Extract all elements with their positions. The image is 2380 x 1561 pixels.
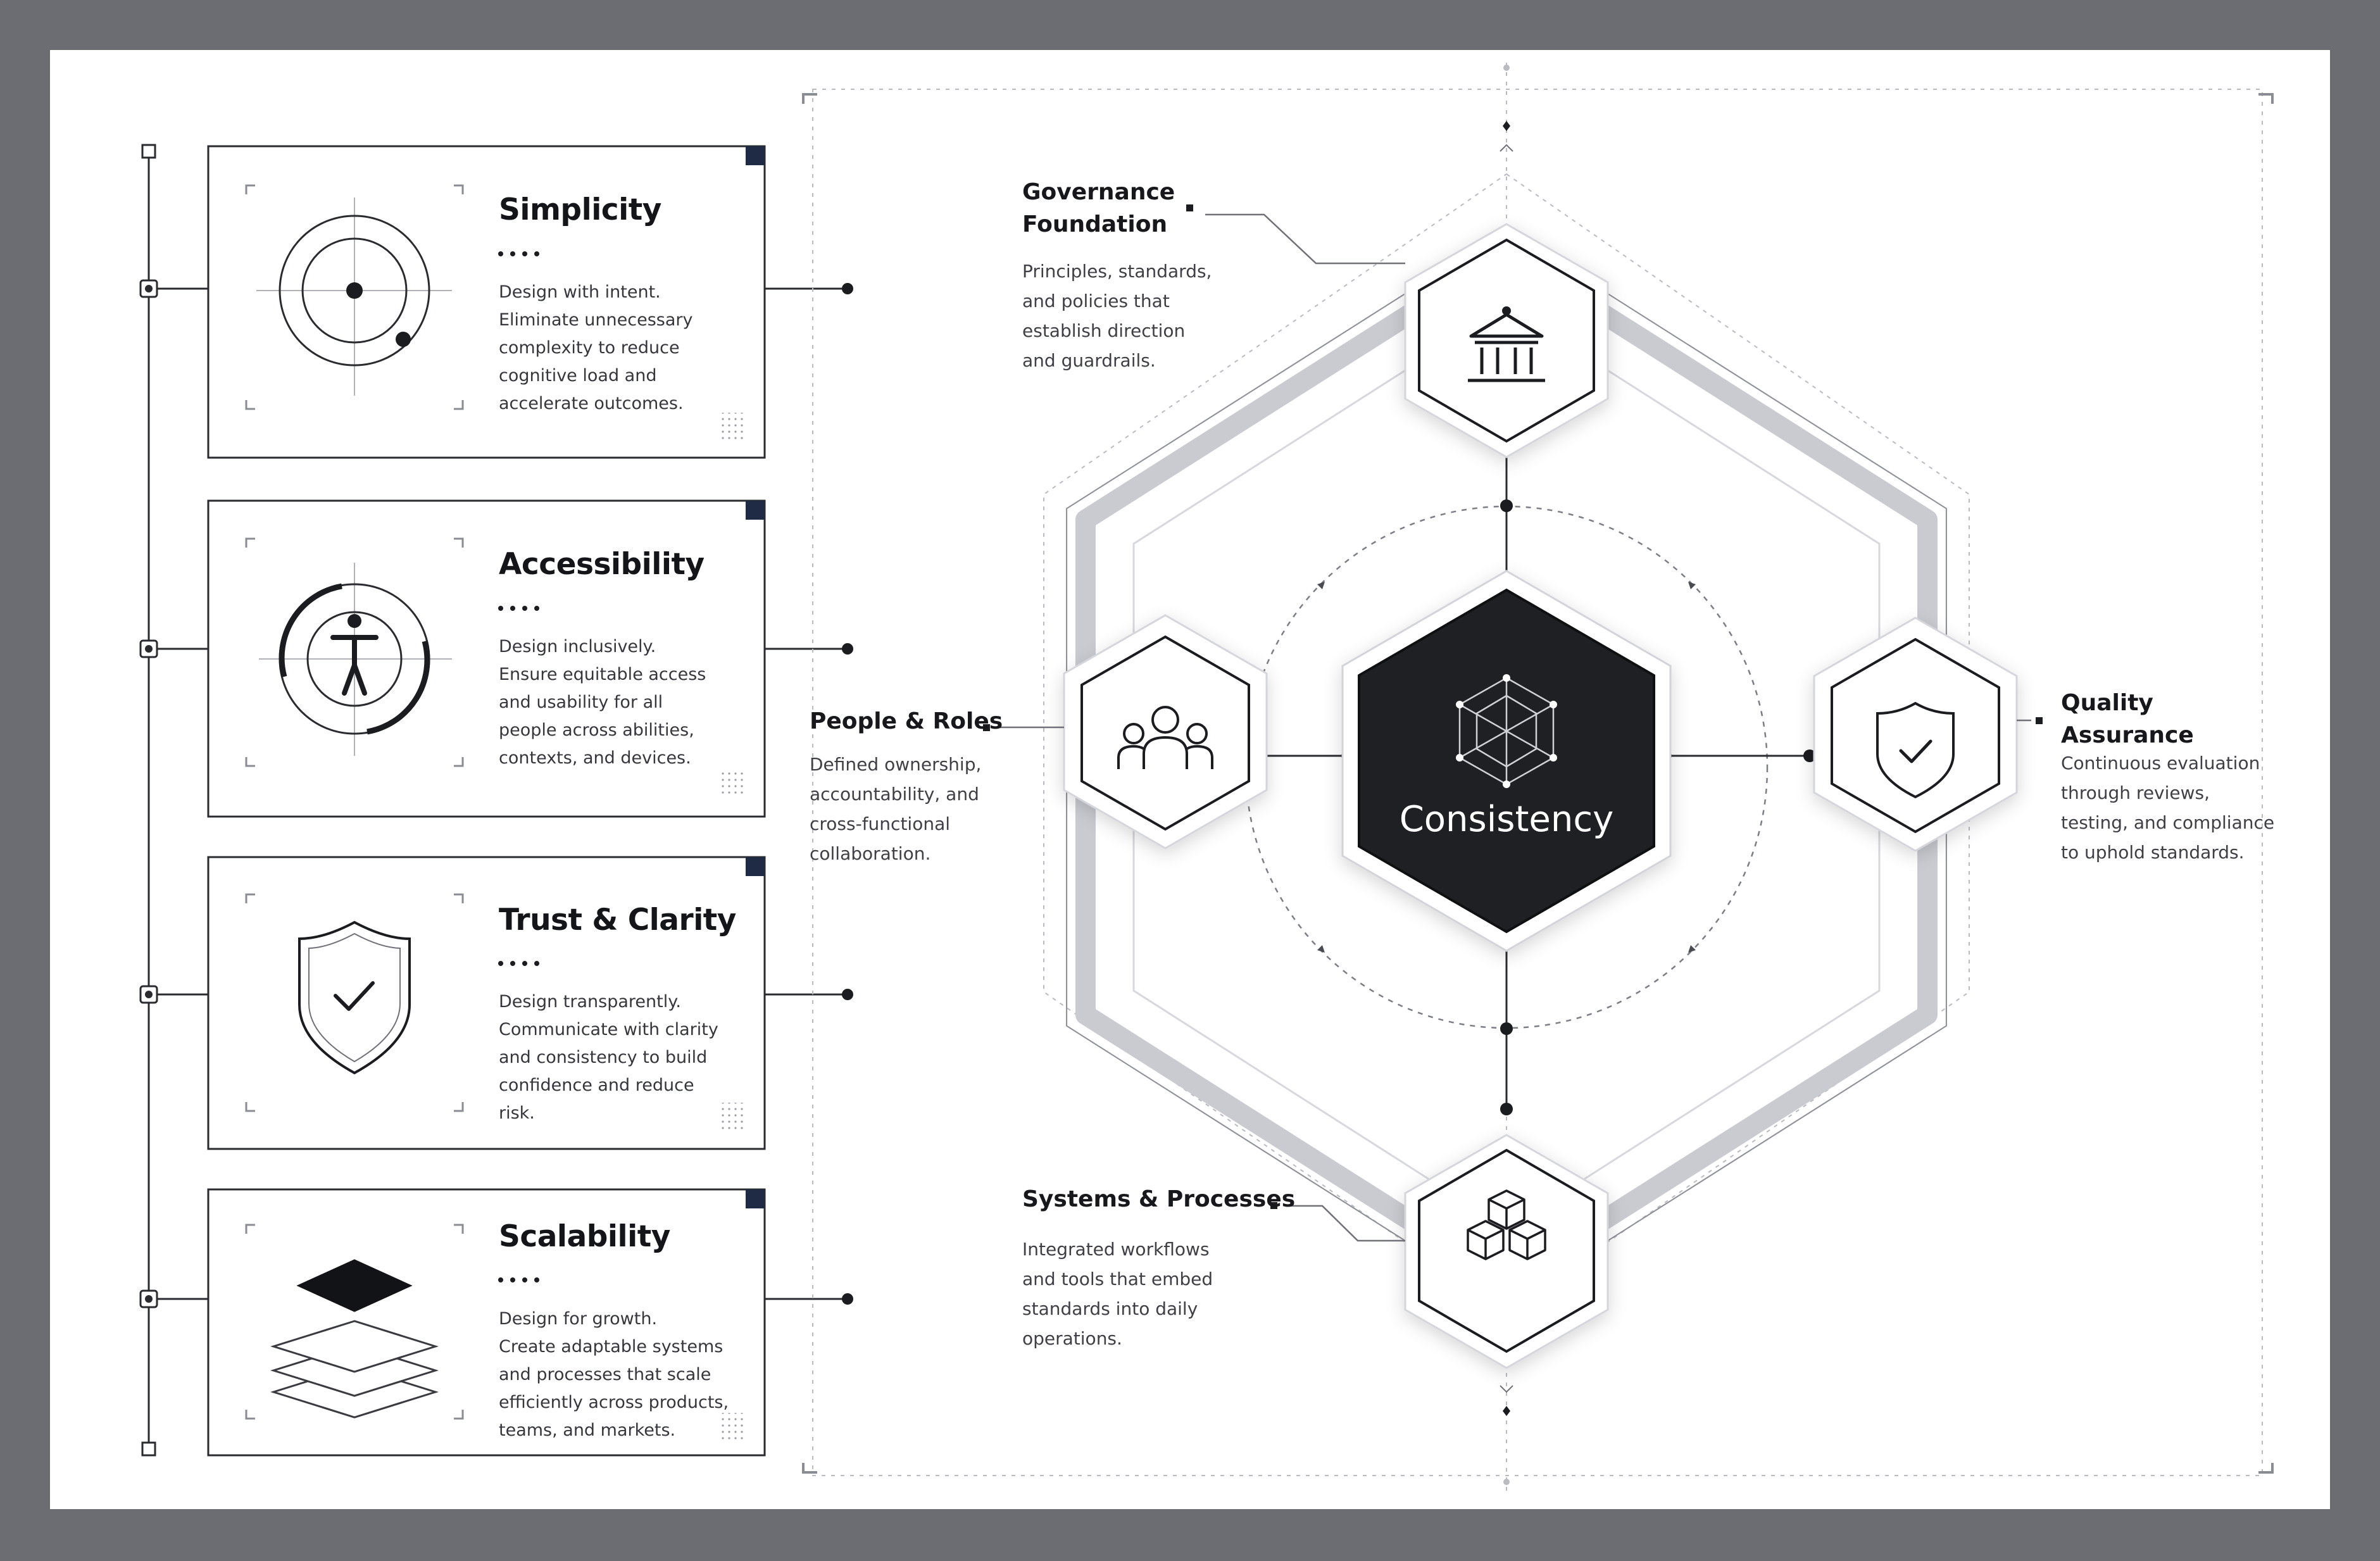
- title-line: People & Roles: [810, 708, 1003, 734]
- principle-description-accessibility: Design inclusively. Ensure equitable acc…: [499, 633, 706, 772]
- description-line: operations.: [1022, 1328, 1122, 1349]
- description-line: Integrated workflows: [1022, 1239, 1210, 1260]
- description-line: Eliminate unnecessary: [499, 310, 693, 330]
- people-group-icon: [1117, 706, 1213, 769]
- spine-node: [139, 639, 208, 658]
- cube-network-icon: [1456, 674, 1557, 788]
- description-line: Principles, standards,: [1022, 261, 1212, 282]
- principle-card-accessibility: [207, 499, 853, 818]
- principle-title-simplicity: Simplicity: [499, 192, 661, 227]
- description-line: and guardrails.: [1022, 350, 1156, 371]
- shield-check-icon: [1876, 701, 1955, 799]
- cubes-icon: [1467, 1189, 1546, 1260]
- node-hex-people: [1063, 614, 1268, 849]
- description-line: Continuous evaluation: [2061, 753, 2260, 774]
- frame-corners: [802, 93, 2274, 1474]
- description-line: Create adaptable systems: [499, 1337, 723, 1357]
- description-line: standards into daily: [1022, 1298, 1198, 1319]
- principle-title-trust-clarity: Trust & Clarity: [499, 903, 736, 937]
- diagram-artwork: [139, 63, 2274, 1496]
- title-line: Systems & Processes: [1022, 1186, 1296, 1212]
- description-line: and processes that scale: [499, 1365, 711, 1384]
- principle-description-trust-clarity: Design transparently. Communicate with c…: [499, 988, 718, 1127]
- corner-brackets: [245, 1224, 464, 1420]
- description-line: Design with intent.: [499, 282, 661, 302]
- principle-title-accessibility: Accessibility: [499, 547, 705, 582]
- description-line: and consistency to build: [499, 1048, 708, 1067]
- description-line: collaboration.: [810, 843, 931, 864]
- shield-check-icon: [298, 920, 411, 1075]
- description-line: confidence and reduce: [499, 1075, 694, 1095]
- description-line: Design inclusively.: [499, 637, 656, 656]
- description-line: and policies that: [1022, 291, 1170, 311]
- title-line: Assurance: [2061, 722, 2194, 748]
- description-line: Ensure equitable access: [499, 665, 706, 684]
- principle-card-scalability: [207, 1188, 853, 1457]
- node-description-systems: Integrated workflows and tools that embe…: [1022, 1234, 1213, 1353]
- description-line: accountability, and: [810, 784, 979, 805]
- left-spine: [139, 144, 208, 1457]
- corner-brackets: [245, 184, 464, 410]
- description-line: risk.: [499, 1103, 535, 1123]
- description-line: Defined ownership,: [810, 754, 982, 775]
- title-dots: [498, 961, 539, 966]
- node-hex-systems: [1404, 1134, 1609, 1369]
- center-consistency-hexagon: [1341, 570, 1672, 952]
- title-dots: [498, 606, 539, 611]
- description-line: through reviews,: [2061, 782, 2210, 803]
- circle-arrowheads: [1317, 582, 1696, 953]
- center-label: Consistency: [1399, 799, 1614, 840]
- description-line: contexts, and devices.: [499, 748, 691, 768]
- spine-node: [139, 985, 208, 1004]
- description-line: and usability for all: [499, 693, 663, 712]
- description-line: Communicate with clarity: [499, 1020, 718, 1039]
- node-title-people: People & Roles: [810, 705, 1003, 737]
- spine-node: [139, 1289, 208, 1308]
- node-hex-quality: [1813, 617, 2018, 852]
- description-line: Design transparently.: [499, 992, 681, 1012]
- description-line: efficiently across products,: [499, 1393, 729, 1412]
- description-line: and tools that embed: [1022, 1269, 1213, 1289]
- node-description-governance: Principles, standards, and policies that…: [1022, 256, 1212, 375]
- node-title-quality: Quality Assurance: [2061, 687, 2194, 751]
- title-dots: [498, 1277, 539, 1282]
- title-line: Governance: [1022, 179, 1175, 205]
- institution-icon: [1468, 306, 1545, 382]
- accessibility-person-icon: [259, 563, 452, 756]
- description-line: testing, and compliance: [2061, 812, 2275, 833]
- title-line: Quality: [2061, 690, 2153, 716]
- principle-description-simplicity: Design with intent. Eliminate unnecessar…: [499, 279, 692, 418]
- description-line: to uphold standards.: [2061, 842, 2245, 863]
- node-title-systems: Systems & Processes: [1022, 1183, 1295, 1215]
- description-line: cross-functional: [810, 813, 951, 834]
- node-hex-governance: [1404, 223, 1609, 458]
- target-icon: [256, 197, 452, 396]
- principle-description-scalability: Design for growth. Create adaptable syst…: [499, 1305, 729, 1445]
- title-dots: [498, 251, 539, 256]
- corner-brackets: [245, 537, 464, 767]
- description-line: cognitive load and: [499, 366, 657, 386]
- description-line: complexity to reduce: [499, 338, 680, 358]
- layers-icon: [270, 1259, 439, 1419]
- corner-brackets: [245, 893, 464, 1112]
- description-line: people across abilities,: [499, 720, 694, 740]
- description-line: accelerate outcomes.: [499, 394, 684, 413]
- principle-title-scalability: Scalability: [499, 1219, 670, 1254]
- description-line: establish direction: [1022, 320, 1186, 341]
- diagram-sheet: Simplicity Design with intent. Eliminate…: [50, 50, 2330, 1509]
- node-description-people: Defined ownership, accountability, and c…: [810, 749, 981, 868]
- description-line: Design for growth.: [499, 1309, 658, 1329]
- principle-card-trust-clarity: [207, 856, 853, 1150]
- node-description-quality: Continuous evaluation through reviews, t…: [2061, 748, 2274, 867]
- node-title-governance: Governance Foundation: [1022, 176, 1175, 241]
- label-leaders: [983, 204, 2043, 1242]
- title-line: Foundation: [1022, 211, 1168, 237]
- description-line: teams, and markets.: [499, 1420, 676, 1440]
- principle-card-simplicity: [207, 145, 853, 459]
- spine-node: [139, 279, 208, 298]
